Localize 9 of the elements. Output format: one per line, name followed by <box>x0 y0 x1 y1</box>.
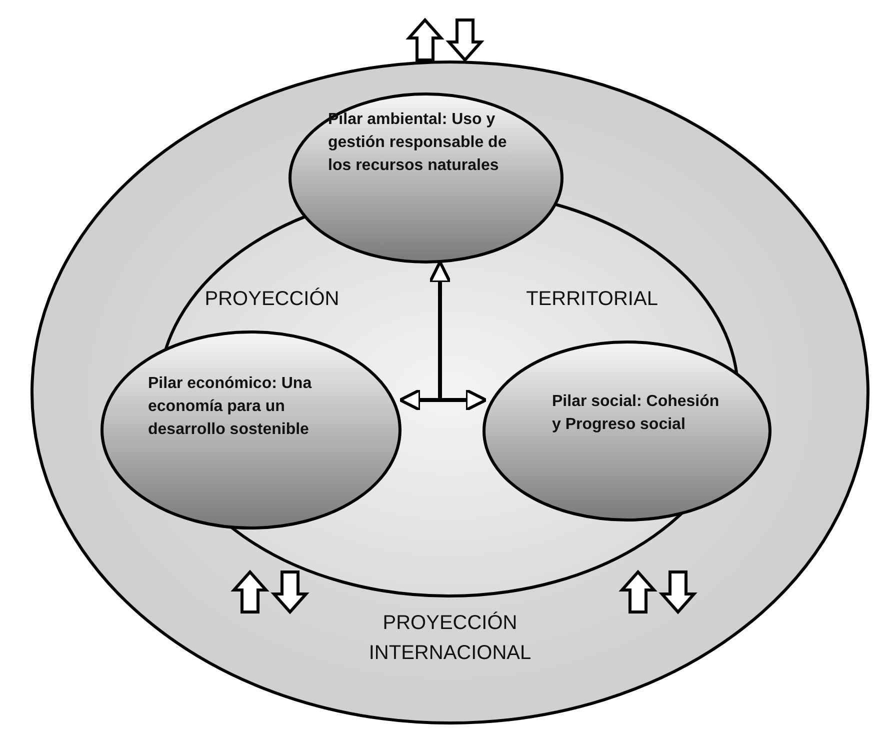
region-label: PROYECCIÓN INTERNACIONAL <box>368 610 532 666</box>
arrow <box>428 260 452 400</box>
arrow <box>398 388 440 412</box>
arrow <box>440 388 488 412</box>
pillar-label: Pilar ambiental: Uso y gestión responsable de los recursos naturales <box>328 110 508 176</box>
region-label: TERRITORIAL <box>525 287 659 312</box>
region-label: PROYECCIÓN <box>204 286 340 312</box>
pillar-label: Pilar económico: Una economía para un desarrollo sostenible <box>148 374 313 440</box>
pillar-label: Pilar social: Cohesión y Progreso social <box>552 392 720 435</box>
